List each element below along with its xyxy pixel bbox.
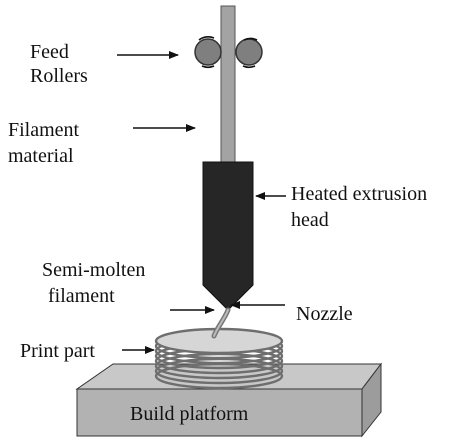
print-part-layer <box>154 327 284 355</box>
filament-strand <box>220 5 236 165</box>
label-heated-extrusion-head: Heated extrusion head <box>291 183 432 231</box>
label-build-platform: Build platform <box>130 403 249 425</box>
label-nozzle: Nozzle <box>296 303 353 325</box>
label-print-part: Print part <box>20 340 95 362</box>
semi-molten-filament-highlight <box>213 309 229 337</box>
label-feed-rollers: Feed Rollers <box>30 41 88 87</box>
feed-roller-left <box>194 36 222 69</box>
label-filament-material: Filament material <box>8 119 84 167</box>
feed-roller-right <box>235 37 263 69</box>
platform-side-face <box>361 362 382 438</box>
label-semi-molten-filament: Semi-molten filament <box>42 259 150 307</box>
build-platform <box>75 362 383 438</box>
print-part-coil <box>154 327 284 390</box>
extrusion-head <box>202 161 254 311</box>
